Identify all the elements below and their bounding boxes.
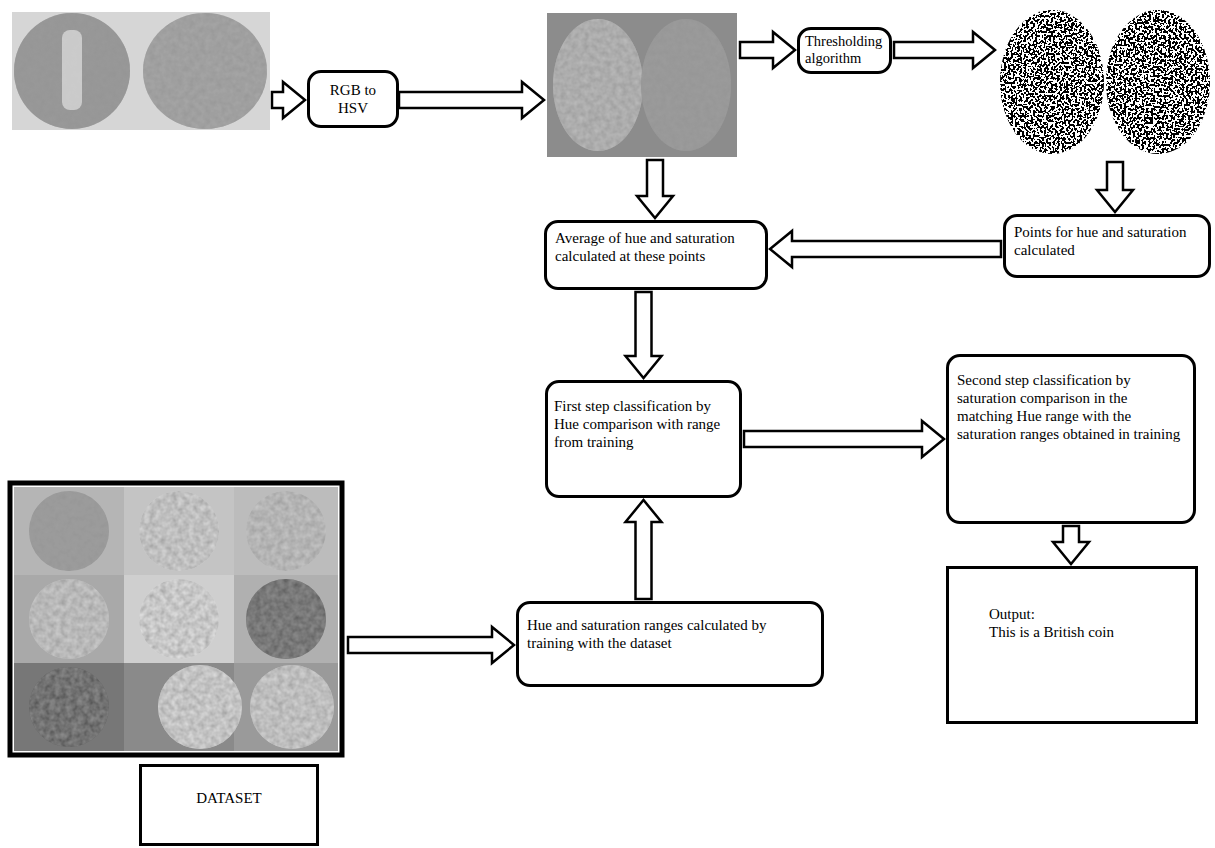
block-arrow xyxy=(399,82,544,118)
node-text: First step classification by Hue compari… xyxy=(554,397,733,451)
node-text: DATASET xyxy=(148,789,310,807)
dataset-collage xyxy=(10,483,342,755)
node-text: Points for hue and saturation calculated xyxy=(1014,223,1200,259)
block-arrow xyxy=(1097,162,1133,212)
node-text: Output: xyxy=(989,605,1185,623)
block-arrow xyxy=(637,160,673,218)
node-text: Average of hue and saturation calculated… xyxy=(555,229,757,265)
process-box: RGB to HSV xyxy=(307,70,399,128)
process-box: Thresholding algorithm xyxy=(797,27,892,74)
block-arrow xyxy=(272,82,305,118)
hsv-image xyxy=(547,13,737,157)
block-arrow-connector xyxy=(626,500,662,599)
output-box: Output:This is a British coin xyxy=(946,566,1198,724)
process-box: Average of hue and saturation calculated… xyxy=(544,220,768,290)
block-arrow xyxy=(348,627,514,663)
block-arrow xyxy=(740,32,795,68)
node-text: RGB to HSV xyxy=(314,81,392,117)
block-arrow-connector xyxy=(1053,526,1089,564)
block-arrow-connector xyxy=(770,231,1001,267)
process-box: Points for hue and saturation calculated xyxy=(1003,214,1211,278)
process-box: First step classification by Hue compari… xyxy=(545,380,742,498)
input-coin-image xyxy=(12,12,270,130)
process-box: Second step classification by saturation… xyxy=(946,354,1196,524)
process-box: Hue and saturation ranges calculated by … xyxy=(516,601,824,687)
block-arrow-connector xyxy=(744,421,944,457)
node-text: Second step classification by saturation… xyxy=(957,371,1185,443)
block-arrow-connector xyxy=(626,292,662,378)
node-text: This is a British coin xyxy=(989,623,1185,641)
node-text: Thresholding algorithm xyxy=(805,33,884,68)
node-text: Hue and saturation ranges calculated by … xyxy=(527,616,813,652)
block-arrow xyxy=(894,32,995,68)
dataset-label-box: DATASET xyxy=(139,764,319,846)
threshold-image xyxy=(1000,10,1210,154)
